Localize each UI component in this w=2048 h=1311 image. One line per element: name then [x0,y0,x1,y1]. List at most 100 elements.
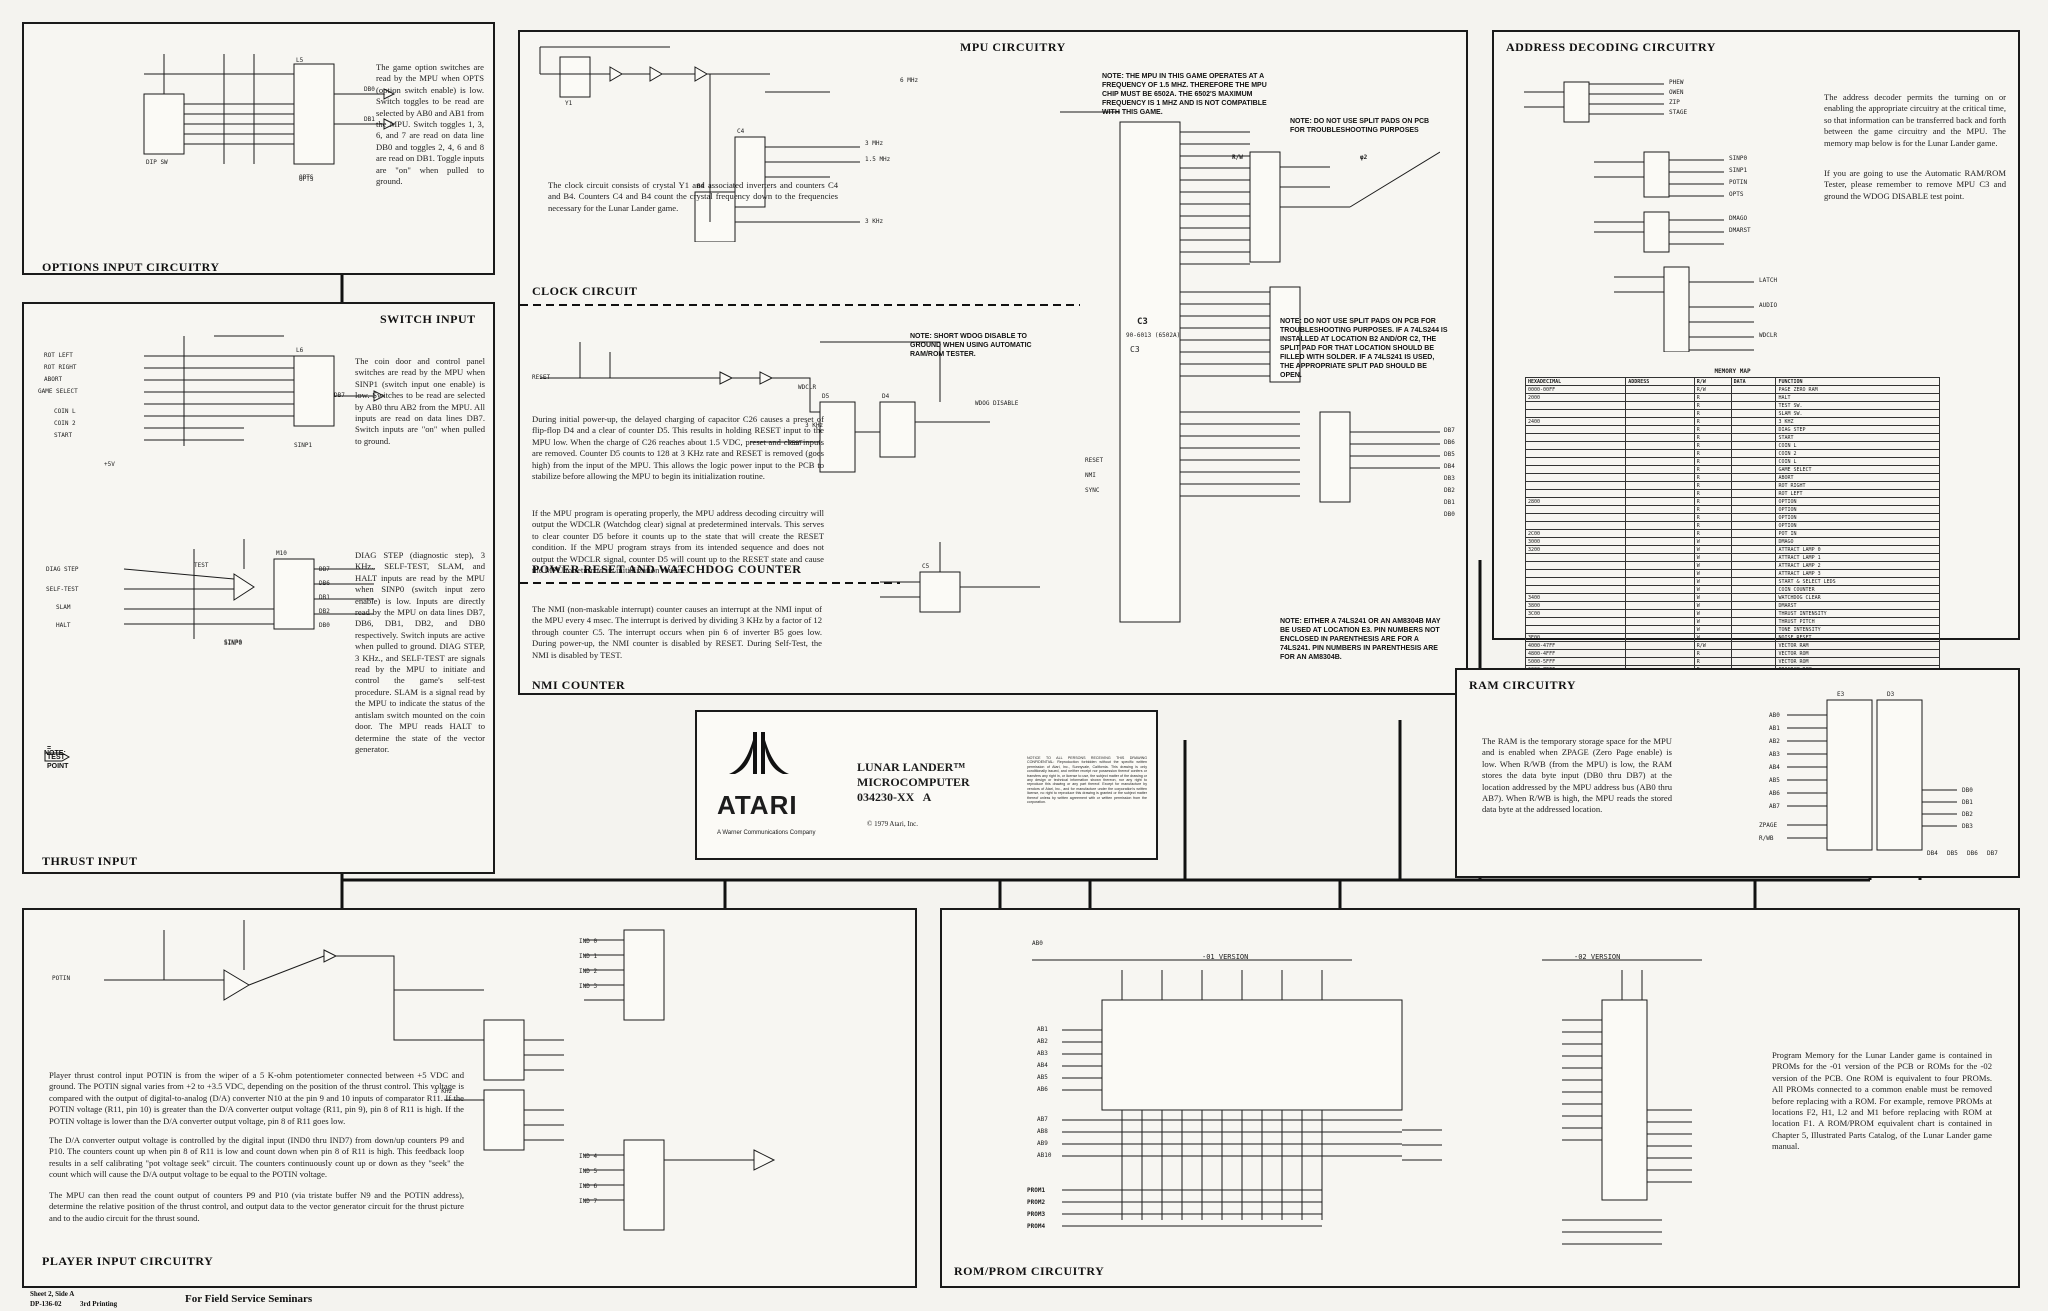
nmi-counter-schematic: C5 [880,542,1040,613]
memory-map-header: R/W [1693,377,1732,386]
mpu-signal-db7: DB7 [1444,427,1455,434]
memory-map-data [1730,609,1777,618]
memory-map-rw: W [1693,609,1732,618]
memory-map-address [1625,465,1695,474]
decode-signal-audio: AUDIO [1759,302,1778,309]
memory-map-address [1625,457,1695,466]
memory-map-hex: 5000-5FFF [1524,657,1627,666]
rom-signal-ab8: AB8 [1037,1128,1048,1135]
thrust-signal-db1: DB1 [319,594,330,601]
memory-map-address [1625,513,1695,522]
reset-signal-reset: RESET [532,374,551,381]
ram-signal-db1: DB1 [1962,799,1973,806]
mpu-signal-sync: SYNC [1085,487,1100,494]
memory-map-rw: R [1693,465,1732,474]
player-input-description-3: The MPU can then read the count output o… [49,1190,464,1223]
memory-map-rw: R [1693,401,1732,410]
memory-map-hex [1524,481,1627,490]
atari-brand-sub: A Warner Communications Company [717,830,816,836]
nmi-title: NMI COUNTER [532,678,626,692]
memory-map-address [1625,521,1695,530]
decode-signal-stage: STAGE [1669,109,1688,116]
memory-map-address [1625,617,1695,626]
thrust-signal-db2: DB2 [319,608,330,615]
rom-signal-ab3: AB3 [1037,1050,1048,1057]
memory-map-data [1730,593,1777,602]
decode-signal-sinp1: SINP1 [1729,167,1748,174]
memory-map-function: VECTOR ROM [1775,649,1940,658]
memory-map-address [1625,473,1695,482]
split-pads-note-2: NOTE: DO NOT USE SPLIT PADS ON PCB FOR T… [1280,318,1448,379]
player-input-description-2: The D/A converter output voltage is cont… [49,1135,464,1180]
memory-map-function: COIN L [1775,457,1940,466]
player-signal-ind0: IND 0 [579,938,598,945]
memory-map-address [1625,489,1695,498]
memory-map-hex [1524,569,1627,578]
memory-map-function: ROT LEFT [1775,489,1940,498]
rom-signal-ab10: AB10 [1037,1152,1052,1159]
ram-signal-ab2: AB2 [1769,738,1780,745]
footer-printing: 3rd Printing [80,1300,118,1308]
memory-map-address [1625,633,1695,642]
memory-map-data [1730,497,1777,506]
memory-map-data [1730,561,1777,570]
switch-input-title: SWITCH INPUT [380,312,476,326]
memory-map-hex [1524,505,1627,514]
clock-section-divider [520,304,1080,306]
test-point-note-label: NOTE: [44,750,66,757]
svg-text:DIP SW: DIP SW [146,159,168,166]
ram-title: RAM CIRCUITRY [1469,678,1577,692]
decode-signal-dmago: DMAGO [1729,215,1748,222]
title-block: ATARI A Warner Communications Company LU… [695,710,1158,860]
ram-description: The RAM is the temporary storage space f… [1482,736,1672,815]
decode-signal-zip: ZIP [1669,99,1680,106]
memory-map-hex: 4000-47FF [1524,641,1627,650]
address-decoder-schematic [1524,81,1754,352]
memory-map-data [1730,393,1777,402]
player-signal-ind5: IND 5 [579,1168,598,1175]
memory-map-function: SLAM SW. [1775,409,1940,418]
memory-map-hex: 3000 [1524,537,1627,546]
svg-text:M10: M10 [276,550,287,557]
memory-map-data [1730,545,1777,554]
memory-map-function: OPTION [1775,521,1940,530]
options-input-panel: L5 DIP SW OPTS DB0 DB1 OPTS The game opt… [22,22,495,275]
memory-map-function: ABORT [1775,473,1940,482]
memory-map-data [1730,625,1777,634]
memory-map-hex [1524,489,1627,498]
memory-map-function: ATTRACT LAMP 3 [1775,569,1940,578]
memory-map-rw: W [1693,561,1732,570]
player-signal-ind7: IND 7 [579,1198,598,1205]
memory-map-rw: R [1693,649,1732,658]
rom-signal-ab6: AB6 [1037,1086,1048,1093]
memory-map-header: HEXADECIMAL [1524,377,1627,386]
memory-map-rw: R [1693,425,1732,434]
ram-signal-ab4: AB4 [1769,764,1780,771]
memory-map-hex: 3C00 [1524,609,1627,618]
mpu-signal-db6: DB6 [1444,439,1455,446]
memory-map-function: WATCHDOG CLEAR [1775,593,1940,602]
player-signal-ind1: IND 1 [579,953,598,960]
copyright: © 1979 Atari, Inc. [867,820,919,828]
mpu-chip-part: 90-6013 (6502A) [1126,332,1181,339]
memory-map-address [1625,545,1695,554]
memory-map-address [1625,529,1695,538]
ram-panel: RAM CIRCUITRY The RAM is the temporary s… [1455,668,2020,878]
memory-map-address [1625,401,1695,410]
ram-signal-ab1: AB1 [1769,725,1780,732]
memory-map-address [1625,417,1695,426]
clock-schematic: C4 B4 [539,46,860,242]
memory-map-hex [1524,521,1627,530]
memory-map-data [1730,529,1777,538]
thrust-signal-test: TEST [194,562,209,569]
memory-map-hex [1524,433,1627,442]
mpu-frequency-note: NOTE: THE MPU IN THIS GAME OPERATES AT A… [1102,73,1267,116]
split-pads-note-1: NOTE: DO NOT USE SPLIT PADS ON PCB FOR T… [1290,118,1430,134]
